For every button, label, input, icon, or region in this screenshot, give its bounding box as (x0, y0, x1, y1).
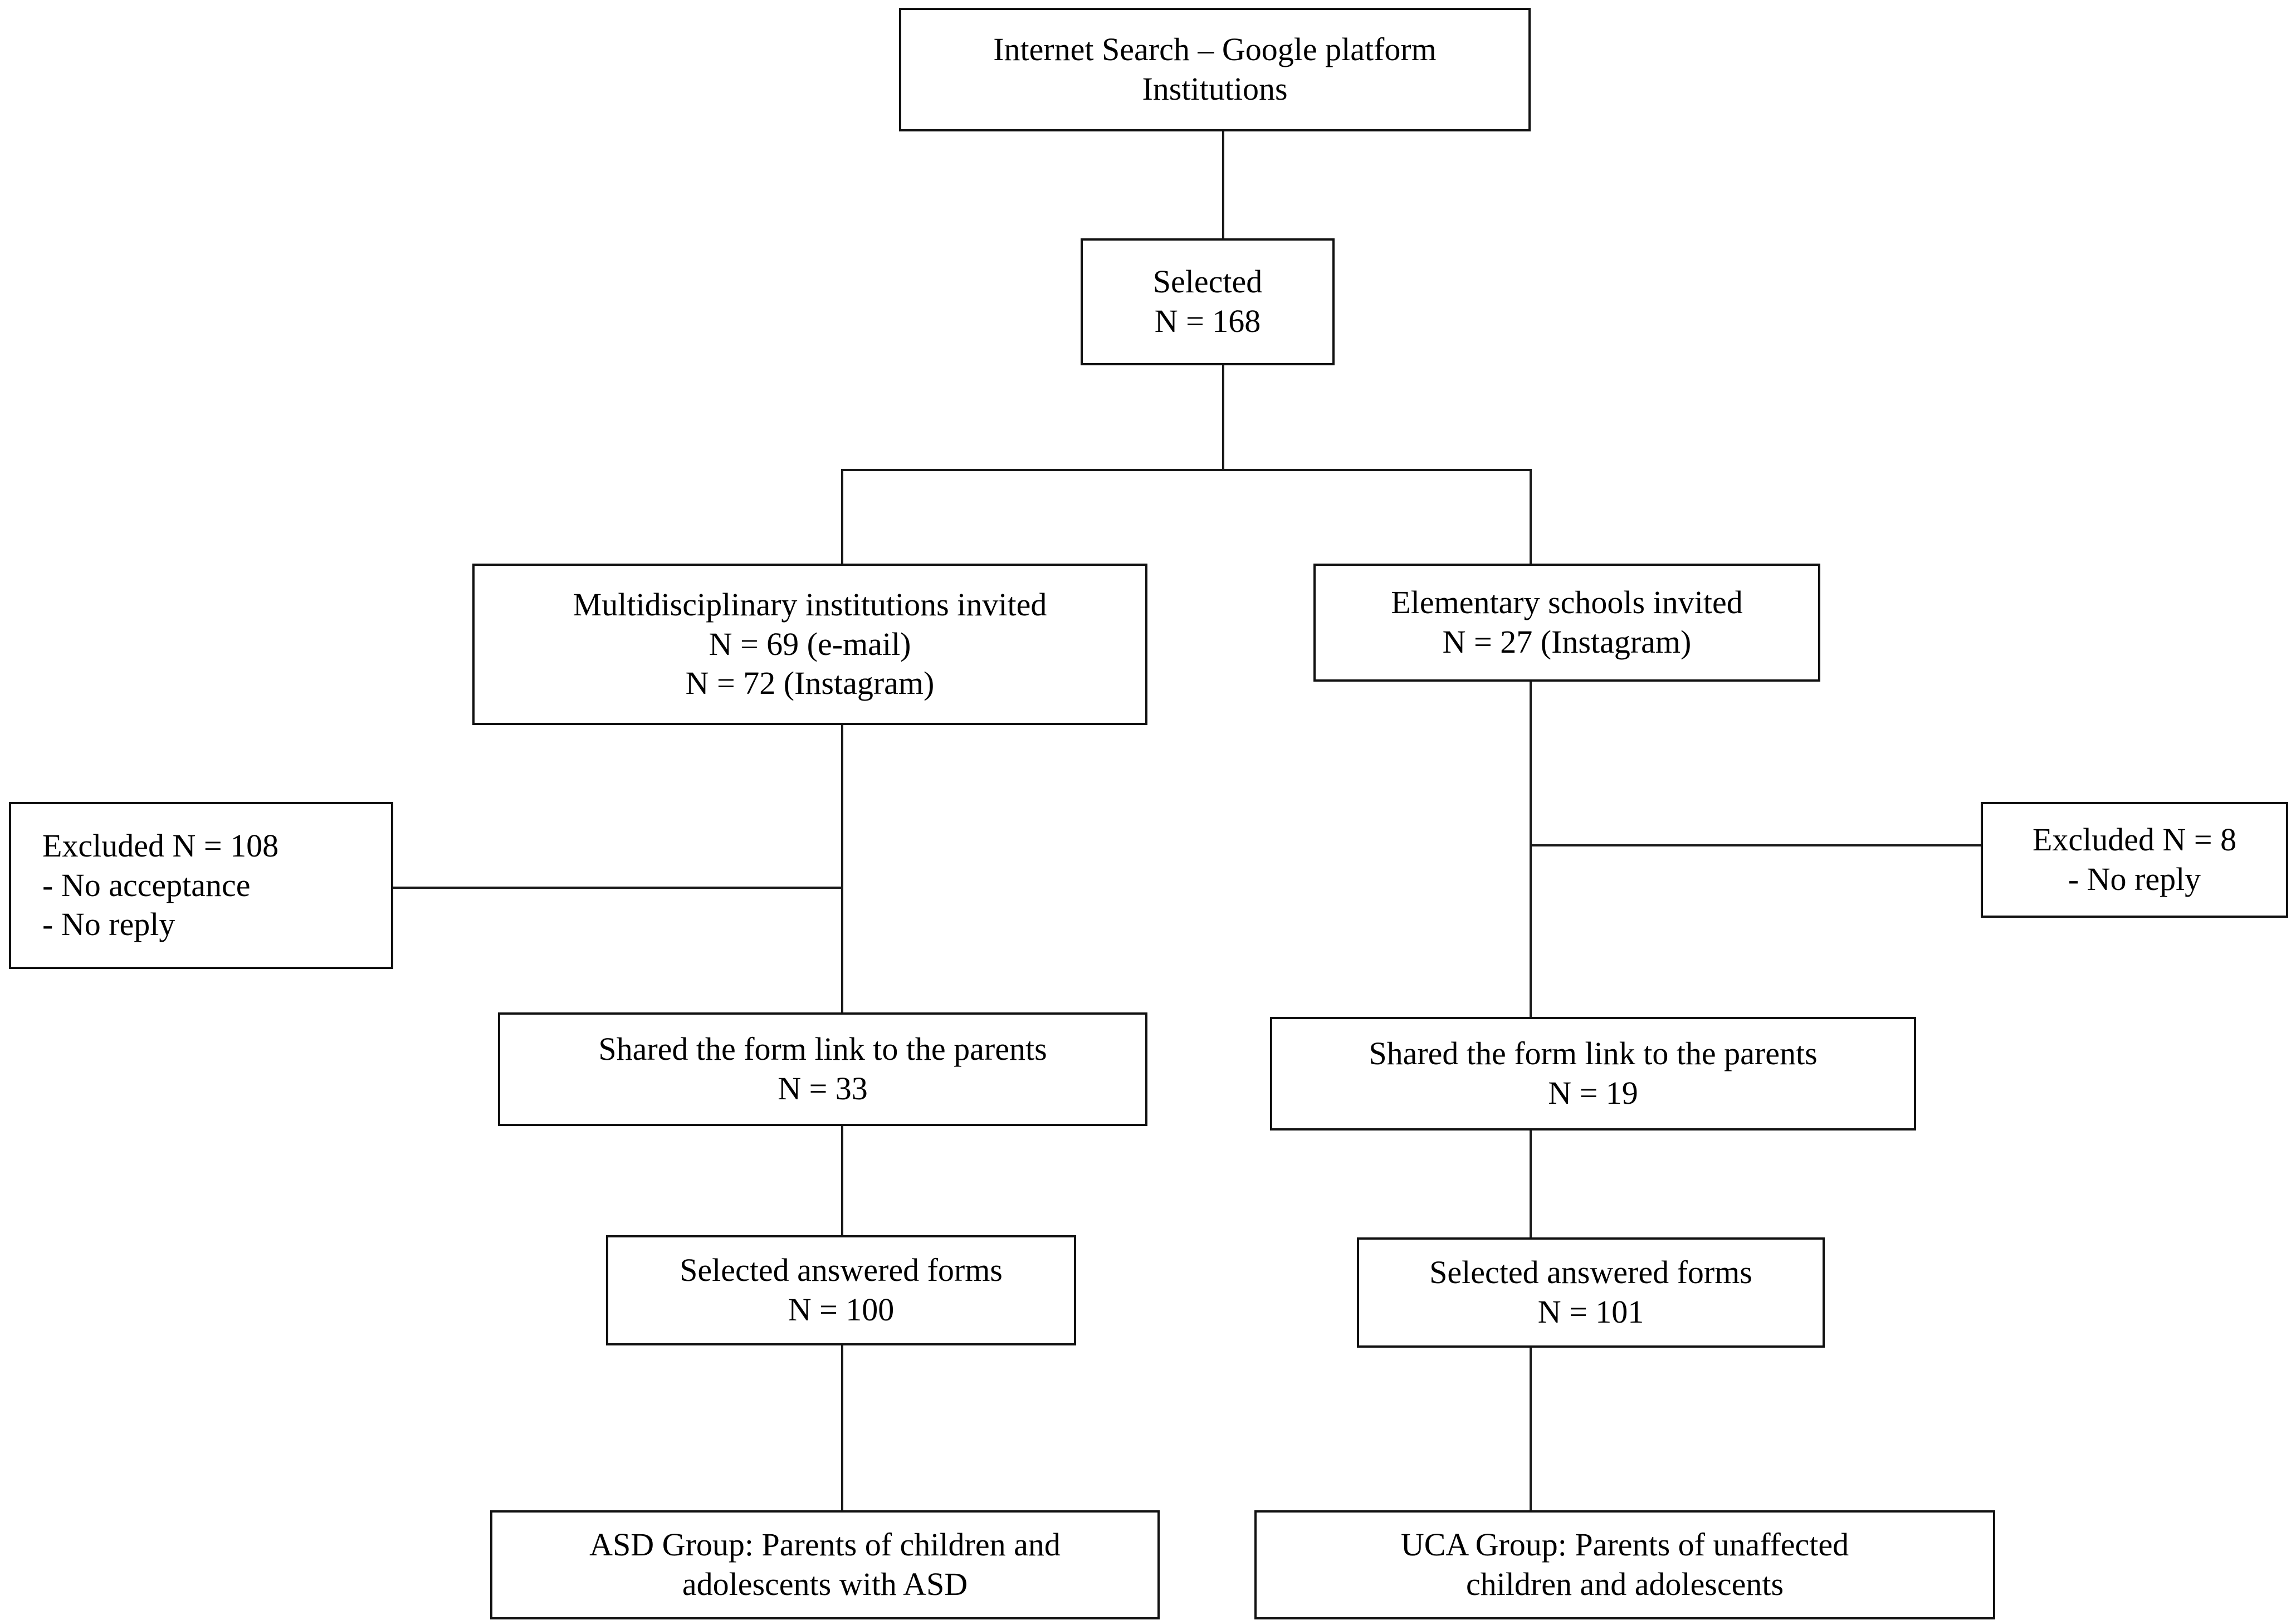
connector-right-spine-lower (1530, 1347, 1532, 1511)
connector-right-spine-upper (1530, 677, 1532, 1018)
connector-left-spine-mid (841, 1125, 843, 1239)
node-group-uca[interactable]: UCA Group: Parents of unaffected childre… (1254, 1510, 1995, 1619)
node-excluded-left-line-2: - No acceptance (42, 867, 251, 903)
node-selected[interactable]: Selected N = 168 (1081, 238, 1335, 365)
connector-right-spine-mid (1530, 1129, 1532, 1243)
node-forms-right-line-1: Selected answered forms (1429, 1254, 1752, 1291)
node-excluded-left-line-3: - No reply (42, 906, 175, 943)
node-shared-left-line-2: N = 33 (778, 1070, 868, 1107)
node-multidisciplinary-line-3: N = 72 (Instagram) (685, 665, 935, 702)
node-shared-left-line-1: Shared the form link to the parents (598, 1031, 1047, 1068)
connector-branch-right (1530, 469, 1532, 565)
node-forms-left-line-2: N = 100 (788, 1291, 895, 1328)
node-selected-line-2: N = 168 (1154, 303, 1261, 339)
node-excluded-left-line-1: Excluded N = 108 (42, 827, 279, 864)
node-internet-search-line-1: Internet Search – Google platform (993, 31, 1437, 68)
node-elementary-line-1: Elementary schools invited (1391, 584, 1743, 621)
node-group-uca-line-2: children and adolescents (1465, 1566, 1784, 1602)
node-forms-right-line-2: N = 101 (1537, 1294, 1644, 1330)
connector-branch-left (841, 469, 843, 565)
connector-excluded-right-link (1530, 844, 1983, 846)
node-elementary-line-2: N = 27 (Instagram) (1442, 624, 1692, 660)
connector-selected-stem (1222, 362, 1224, 471)
node-shared-form-left[interactable]: Shared the form link to the parents N = … (498, 1012, 1147, 1126)
node-selected-answered-forms-left[interactable]: Selected answered forms N = 100 (606, 1235, 1076, 1345)
node-excluded-left[interactable]: Excluded N = 108 - No acceptance - No re… (9, 802, 393, 969)
node-forms-left-line-1: Selected answered forms (680, 1252, 1003, 1289)
connector-search-to-selected (1222, 129, 1224, 238)
node-group-asd[interactable]: ASD Group: Parents of children and adole… (490, 1510, 1160, 1619)
node-selected-answered-forms-right[interactable]: Selected answered forms N = 101 (1357, 1237, 1825, 1348)
node-group-asd-line-2: adolescents with ASD (682, 1566, 968, 1602)
node-internet-search[interactable]: Internet Search – Google platform Instit… (899, 8, 1531, 131)
connector-excluded-left-link (390, 887, 843, 889)
node-excluded-right-line-2: - No reply (2068, 861, 2201, 897)
node-selected-line-1: Selected (1152, 263, 1263, 300)
node-elementary-schools-invited[interactable]: Elementary schools invited N = 27 (Insta… (1313, 564, 1820, 682)
node-excluded-right[interactable]: Excluded N = 8 - No reply (1981, 802, 2288, 918)
connector-left-spine-upper (841, 721, 843, 1014)
node-excluded-right-line-1: Excluded N = 8 (2032, 821, 2237, 858)
node-internet-search-line-2: Institutions (1142, 71, 1288, 107)
connector-left-spine-lower (841, 1343, 843, 1511)
node-multidisciplinary-invited[interactable]: Multidisciplinary institutions invited N… (472, 564, 1147, 725)
connector-branch-bar (841, 469, 1532, 471)
node-multidisciplinary-line-2: N = 69 (e-mail) (709, 625, 911, 662)
node-shared-right-line-1: Shared the form link to the parents (1369, 1035, 1818, 1072)
node-group-uca-line-1: UCA Group: Parents of unaffected (1400, 1526, 1849, 1563)
node-shared-right-line-2: N = 19 (1548, 1075, 1638, 1111)
node-multidisciplinary-line-1: Multidisciplinary institutions invited (573, 586, 1047, 623)
node-group-asd-line-1: ASD Group: Parents of children and (589, 1526, 1061, 1563)
node-shared-form-right[interactable]: Shared the form link to the parents N = … (1270, 1017, 1916, 1130)
